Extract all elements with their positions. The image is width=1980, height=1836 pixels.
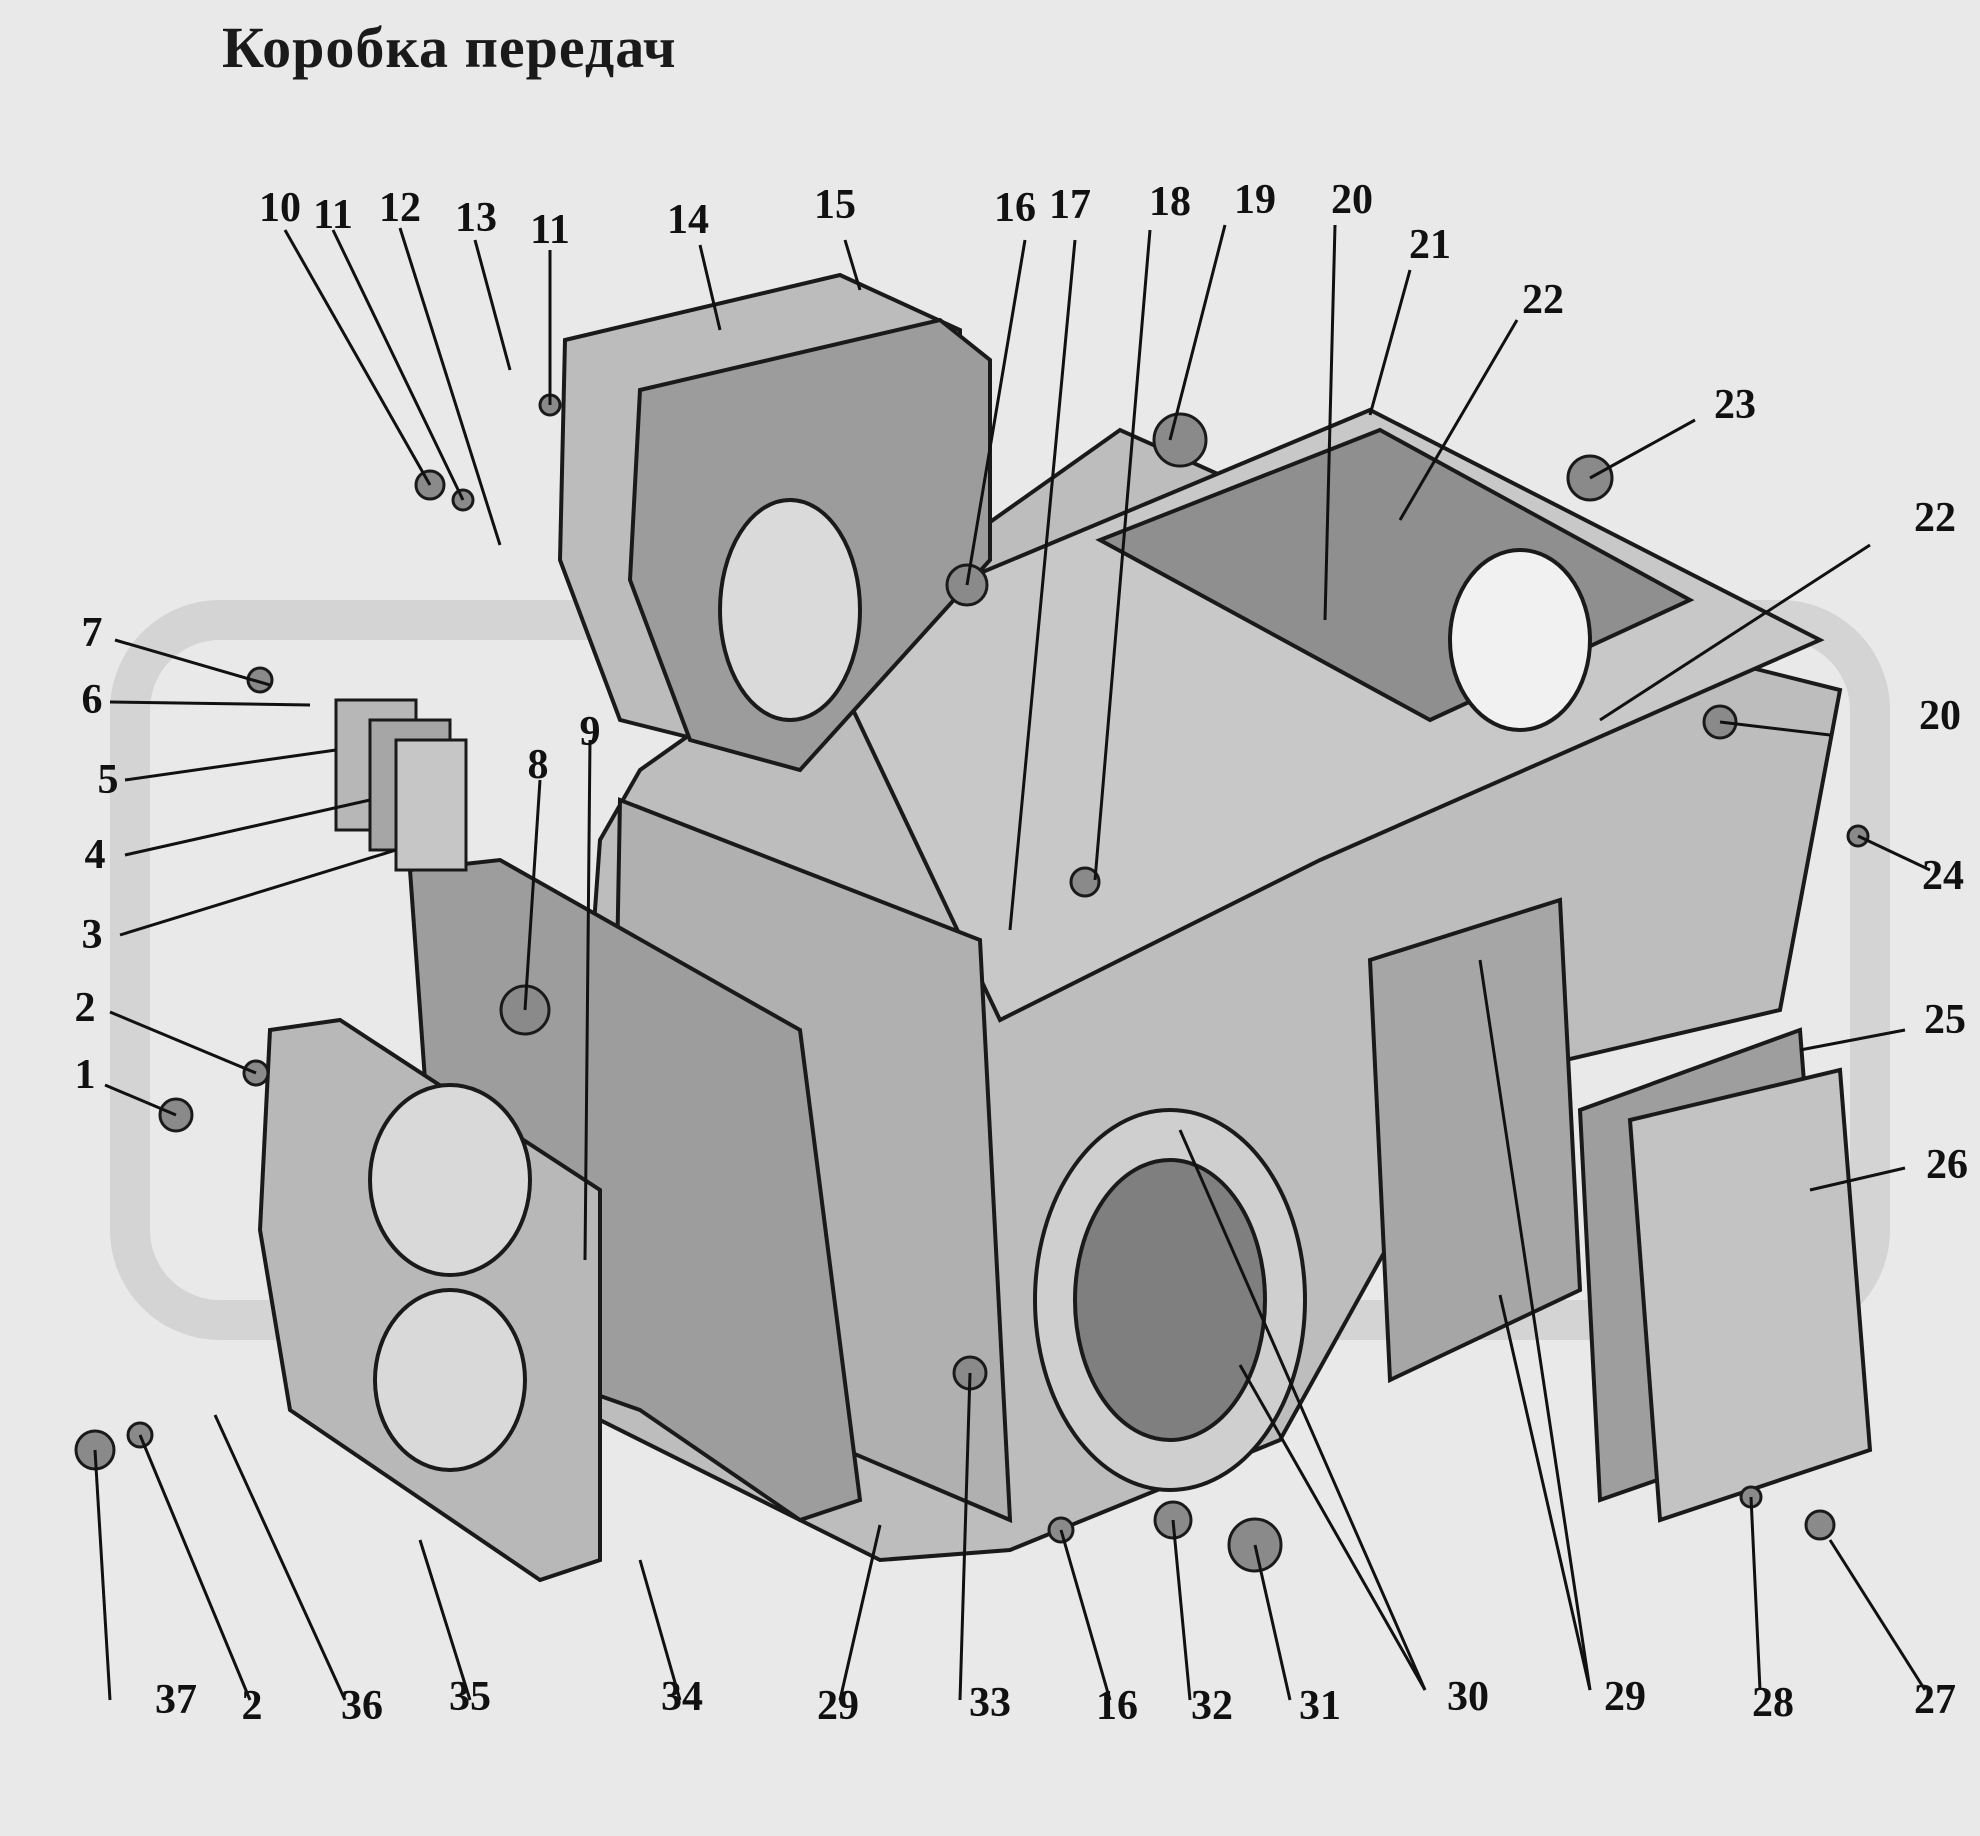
callout-4: 4 [84, 832, 106, 878]
callout-8: 8 [527, 742, 549, 788]
top-cover [557, 272, 992, 773]
side-cover [1577, 1027, 1873, 1523]
callout-16: 16 [1096, 1683, 1138, 1729]
callout-5: 5 [97, 757, 119, 803]
callout-11: 11 [530, 207, 570, 253]
callout-29: 29 [817, 1683, 859, 1729]
callout-35: 35 [449, 1674, 491, 1720]
callout-20: 20 [1331, 177, 1373, 223]
callout-25: 25 [1924, 997, 1966, 1043]
callout-7: 7 [81, 610, 103, 656]
callout-24: 24 [1922, 853, 1964, 899]
callout-13: 13 [455, 195, 497, 241]
diagram-title: Коробка передач [222, 15, 677, 80]
callout-15: 15 [814, 182, 856, 228]
callout-2: 2 [241, 1683, 263, 1729]
callout-21: 21 [1409, 222, 1451, 268]
callout-2: 2 [74, 985, 96, 1031]
callout-17: 17 [1049, 182, 1091, 228]
callout-6: 6 [81, 677, 103, 723]
callout-1: 1 [74, 1052, 96, 1098]
callout-11: 11 [313, 192, 353, 238]
callout-34: 34 [661, 1674, 703, 1720]
callout-27: 27 [1914, 1677, 1956, 1723]
callout-33: 33 [969, 1680, 1011, 1726]
front-plate [257, 857, 863, 1583]
callout-19: 19 [1234, 177, 1276, 223]
inspection-cover [334, 698, 468, 872]
callout-31: 31 [1299, 1683, 1341, 1729]
callout-28: 28 [1752, 1680, 1794, 1726]
callout-30: 30 [1447, 1674, 1489, 1720]
callout-22: 22 [1914, 495, 1956, 541]
callout-10: 10 [259, 185, 301, 231]
callout-18: 18 [1149, 179, 1191, 225]
callout-36: 36 [341, 1683, 383, 1729]
callout-14: 14 [667, 197, 709, 243]
callout-23: 23 [1714, 382, 1756, 428]
leader-lines [93, 224, 1931, 1701]
callout-20: 20 [1919, 693, 1961, 739]
callout-9: 9 [579, 709, 601, 755]
callout-16: 16 [994, 185, 1036, 231]
callout-3: 3 [81, 912, 103, 958]
callout-26: 26 [1926, 1142, 1968, 1188]
callout-12: 12 [379, 185, 421, 231]
callout-22: 22 [1522, 277, 1564, 323]
callout-29: 29 [1604, 1674, 1646, 1720]
callout-32: 32 [1191, 1683, 1233, 1729]
callout-37: 37 [155, 1677, 197, 1723]
